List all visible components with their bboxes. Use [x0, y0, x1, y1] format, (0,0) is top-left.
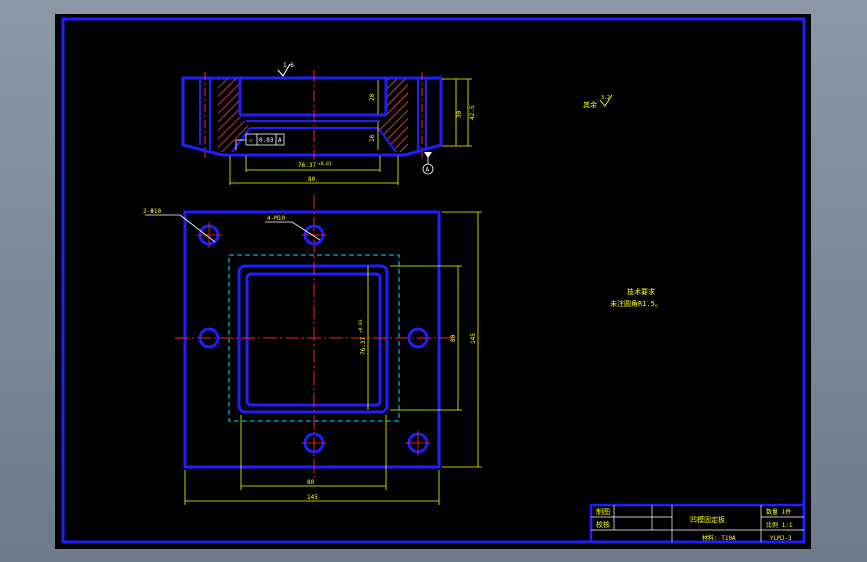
dim-height-right2: 42.5 — [469, 105, 476, 120]
tech-requirements-line1: 未注圆角R1.5。 — [610, 299, 662, 308]
holes-label: 2-Φ10 — [143, 208, 161, 215]
plan-view: 2-Φ10 4-M10 76.37 +0.03 80 145 80 145 — [143, 195, 482, 505]
notes: 其余 3.2 技术要求 未注圆角R1.5。 — [583, 94, 662, 308]
drawing-number: YLMJ-3 — [770, 535, 792, 542]
material: 材料: T10A — [702, 534, 736, 542]
part-name: 凹模固定板 — [690, 515, 725, 524]
drawing-frame — [61, 17, 806, 544]
hole-bottom-center — [301, 432, 327, 454]
rest-roughness-icon — [599, 94, 613, 107]
scale: 比例 1:1 — [766, 521, 793, 529]
tech-requirements-title: 技术要求 — [627, 287, 655, 296]
datum-a-icon — [422, 163, 434, 175]
dim-hole-pitch-h: 80 — [307, 479, 315, 486]
checked-label: 校核 — [596, 520, 610, 529]
rest-roughness-prefix: 其余 — [583, 100, 597, 109]
drawing-sheet — [55, 14, 811, 549]
dim-overall-v: 145 — [470, 333, 477, 344]
dim-overall-width: 80 — [308, 176, 316, 183]
dim-height-right1: 30 — [456, 110, 463, 118]
dim-height-bottom: 16 — [369, 134, 376, 142]
drawn-label: 制图 — [596, 507, 610, 516]
dim-pocket-tol: +0.03 — [358, 319, 364, 333]
dim-overall-h: 145 — [307, 494, 318, 501]
hole-bottom-right — [405, 430, 431, 456]
flatness-symbol-icon: ▱ — [249, 137, 253, 144]
hole-mid-left — [198, 327, 220, 349]
dim-inner-tol: +0.03 — [318, 161, 332, 167]
hole-top-left — [196, 222, 222, 248]
hatch-left — [218, 79, 250, 152]
flatness-frame — [245, 133, 285, 146]
section-roughness: 1.6 — [283, 62, 294, 69]
qty: 数量 1件 — [766, 508, 791, 516]
plate-outline — [183, 210, 441, 469]
section-outline — [181, 76, 443, 157]
section-view: 1.6 20 16 30 42.5 ▱ 0.03 A 76.37 +0.03 8… — [181, 62, 476, 185]
flatness-datum: A — [278, 137, 282, 144]
pocket-outer — [237, 264, 389, 414]
rest-roughness-value: 3.2 — [601, 95, 610, 101]
flatness-value: 0.03 — [259, 137, 274, 144]
dim-inner-width: 76.37 — [298, 162, 316, 169]
dim-pocket-height: 76.37 — [360, 337, 367, 355]
hole-mid-right — [407, 327, 429, 349]
tapped-label: 4-M10 — [267, 215, 285, 222]
hatch-right — [378, 79, 408, 152]
hole-top-center — [301, 224, 327, 246]
datum-label: A — [426, 167, 430, 174]
dim-hole-pitch-v: 80 — [450, 334, 457, 342]
dim-height-top: 20 — [369, 93, 376, 101]
title-block: 制图 校核 凹模固定板 数量 1件 比例 1:1 材料: T10A YLMJ-3 — [589, 503, 806, 544]
roughness-symbol-icon — [277, 63, 291, 77]
